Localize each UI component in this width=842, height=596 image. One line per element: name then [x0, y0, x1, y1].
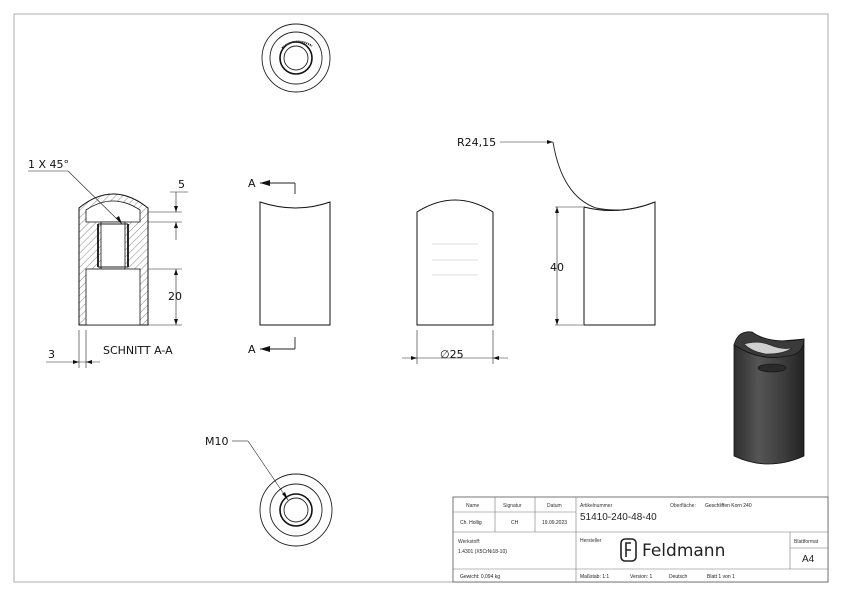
tb-scale: Maßstab: 1:1	[580, 574, 609, 580]
tb-surface: Geschliffen Korn 240	[705, 503, 752, 509]
tb-article-number: 51410-240-48-40	[580, 512, 657, 523]
top-view	[261, 23, 331, 93]
tb-format: A4	[802, 554, 815, 565]
tb-weight: Gewicht: 0,094 kg	[460, 574, 500, 580]
section-marker-top: A	[248, 177, 256, 190]
tb-signature: CH	[511, 520, 519, 526]
section-marker-bottom: A	[248, 343, 256, 356]
dim-20-label: 20	[168, 290, 182, 303]
side-view: ∅25	[402, 199, 508, 364]
front-view: A A	[248, 177, 331, 356]
tb-drawn-by: Ch. Hollig	[460, 520, 482, 526]
tb-header-signatur: Signatur	[503, 503, 522, 509]
title-block: Name Signatur Datum Ch. Hollig CH 19.09.…	[452, 496, 829, 583]
radius-label: R24,15	[457, 136, 496, 149]
tb-date: 19.09.2023	[542, 520, 567, 526]
dim-40-label: 40	[550, 261, 564, 274]
tb-version: Version: 1	[630, 574, 652, 580]
tb-header-datum: Datum	[547, 503, 562, 509]
isometric-model	[733, 331, 805, 465]
bottom-view	[259, 473, 333, 547]
tb-surface-label: Oberfläche:	[670, 503, 696, 509]
chamfer-label: 1 X 45°	[28, 158, 69, 171]
feldmann-logo-icon	[620, 538, 637, 562]
tb-material-label: Werkstoff:	[458, 539, 480, 545]
tb-header-article: Artikelnummer	[580, 503, 613, 509]
tb-language: Deutsch	[669, 574, 688, 580]
drawing-frame	[13, 13, 829, 583]
section-label: SCHNITT A-A	[103, 344, 173, 357]
dim-5-label: 5	[178, 178, 185, 191]
thread-label: M10	[205, 435, 229, 448]
tb-material: 1.4301 (X5CrNi18-10)	[458, 549, 507, 555]
diameter-label: ∅25	[440, 348, 464, 361]
tb-manufacturer: Feldmann	[642, 541, 725, 561]
tb-manufacturer-label: Hersteller	[580, 538, 602, 544]
right-view: R24,15 40	[457, 136, 656, 326]
section-view: 1 X 45° 5 20 3 SCHNITT A-A	[28, 158, 188, 368]
dim-3-label: 3	[48, 348, 55, 361]
tb-sheet: Blatt 1 von 1	[707, 574, 735, 580]
tb-header-name: Name	[466, 503, 480, 509]
tb-format-label: Blattformat	[794, 539, 819, 545]
thread-callout: M10	[205, 435, 289, 501]
